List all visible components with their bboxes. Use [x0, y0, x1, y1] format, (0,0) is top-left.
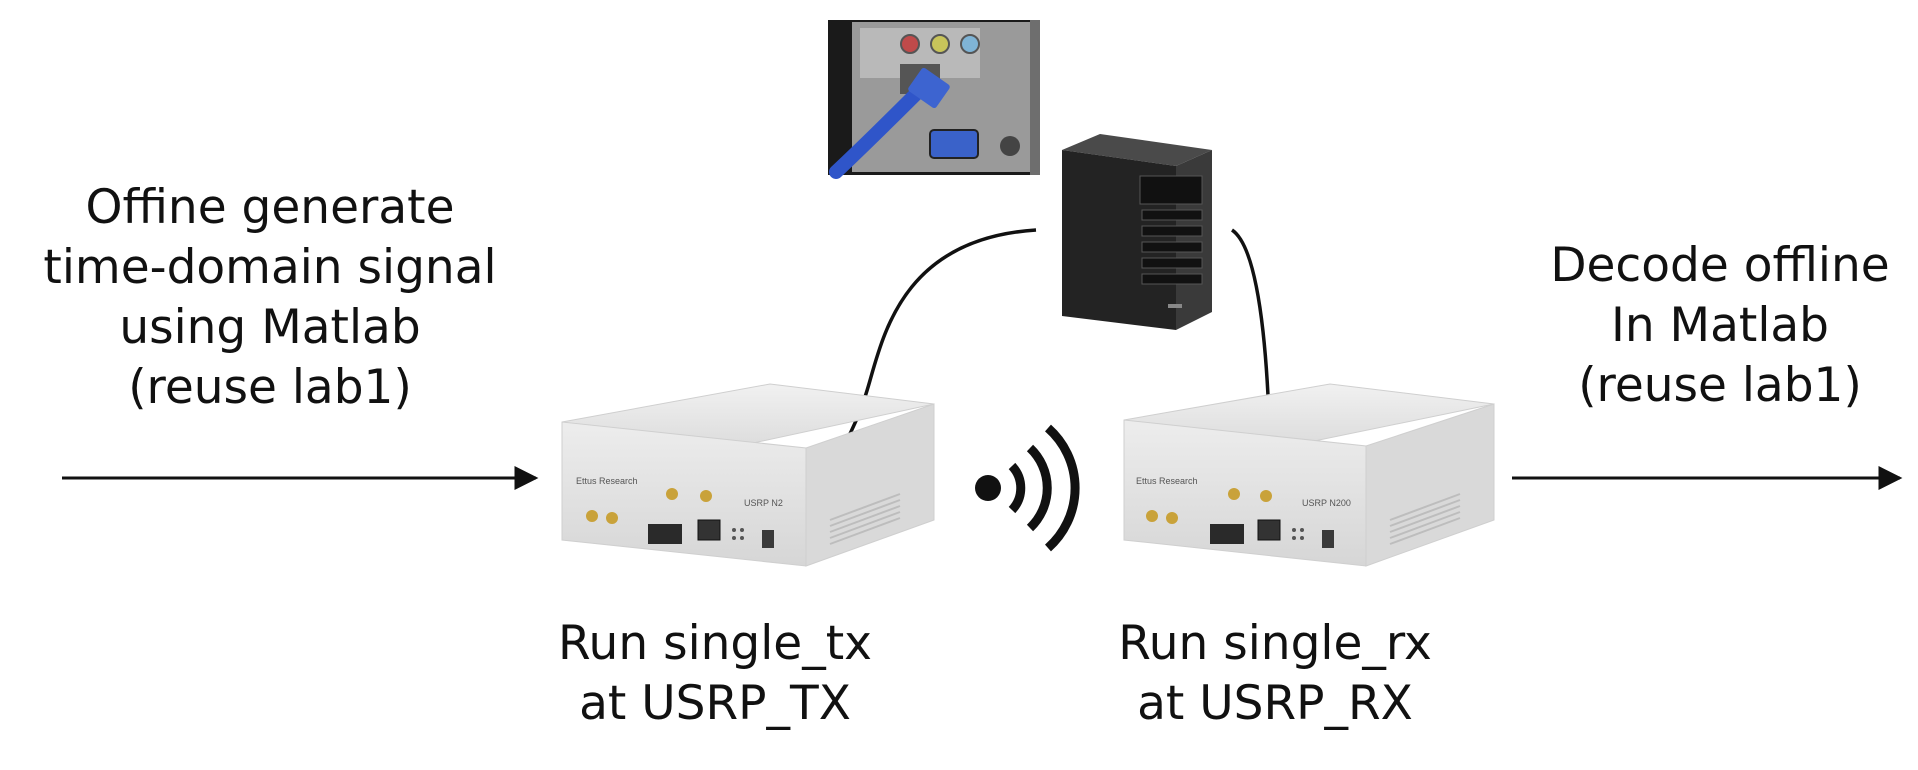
decode-offline-label: Decode offline In Matlab (reuse lab1): [1550, 238, 1890, 413]
ethernet-photo: [828, 20, 1040, 179]
tx-model: USRP N2: [744, 498, 783, 508]
usrp-tx-device: Ettus Research USRP N2: [561, 383, 935, 567]
tx-brand: Ettus Research: [576, 476, 638, 486]
usrp-rx-device: Ettus Research USRP N200: [1123, 383, 1495, 567]
pc-tower-icon: [1062, 134, 1212, 330]
rx-model: USRP N200: [1302, 498, 1351, 508]
usrp-rx-caption: Run single_rx at USRP_RX: [1118, 616, 1432, 731]
offline-generate-label: Offine generate time-domain signal using…: [43, 180, 497, 415]
wireless-signal-icon: [975, 424, 1080, 552]
rx-brand: Ettus Research: [1136, 476, 1198, 486]
usrp-tx-caption: Run single_tx at USRP_TX: [558, 616, 872, 731]
